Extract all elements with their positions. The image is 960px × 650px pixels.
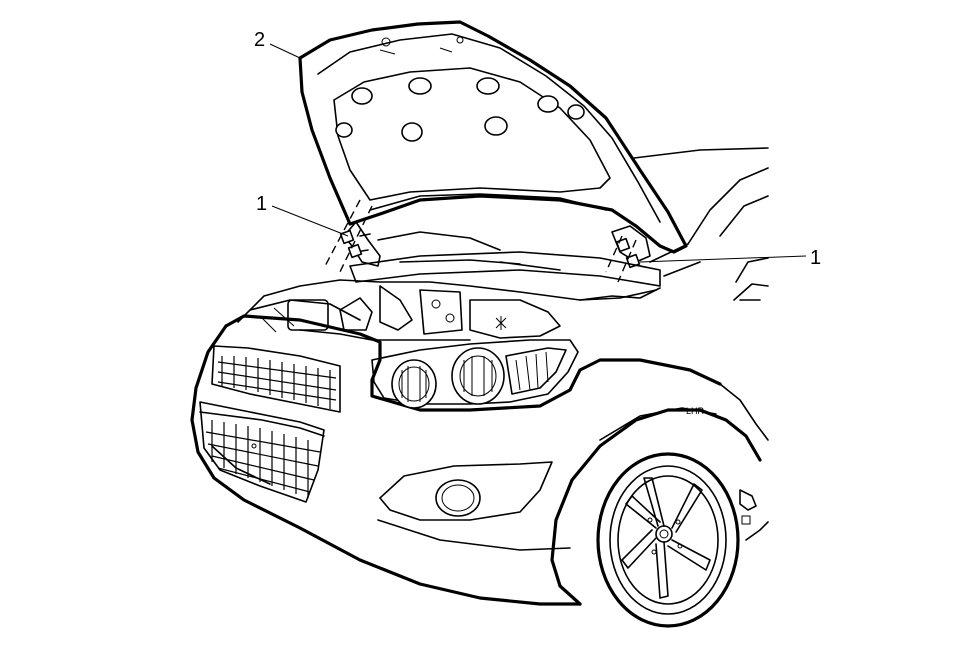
- fender: LHR: [550, 383, 769, 606]
- engine-compartment: [237, 279, 661, 341]
- callout-label-fastener-right: 1: [810, 247, 821, 269]
- body-rear-section: [633, 147, 769, 301]
- callout-fastener-right: 1: [639, 247, 821, 269]
- hood-assembly: [298, 20, 688, 254]
- upper-grille: [211, 345, 341, 413]
- cowl-wiper: [349, 231, 661, 287]
- front-wheel: [596, 452, 740, 628]
- callout-label-fastener-left: 1: [256, 193, 267, 215]
- front-bumper: [190, 314, 722, 606]
- lower-grille: [199, 401, 325, 503]
- callout-hood: 2: [254, 29, 301, 59]
- callout-fastener-left: 1: [256, 193, 349, 237]
- headlamp-assembly: [371, 339, 579, 409]
- hood-hinge-left: [339, 221, 381, 267]
- vehicle-badge: LHR: [686, 406, 705, 416]
- callout-label-hood: 2: [254, 29, 265, 51]
